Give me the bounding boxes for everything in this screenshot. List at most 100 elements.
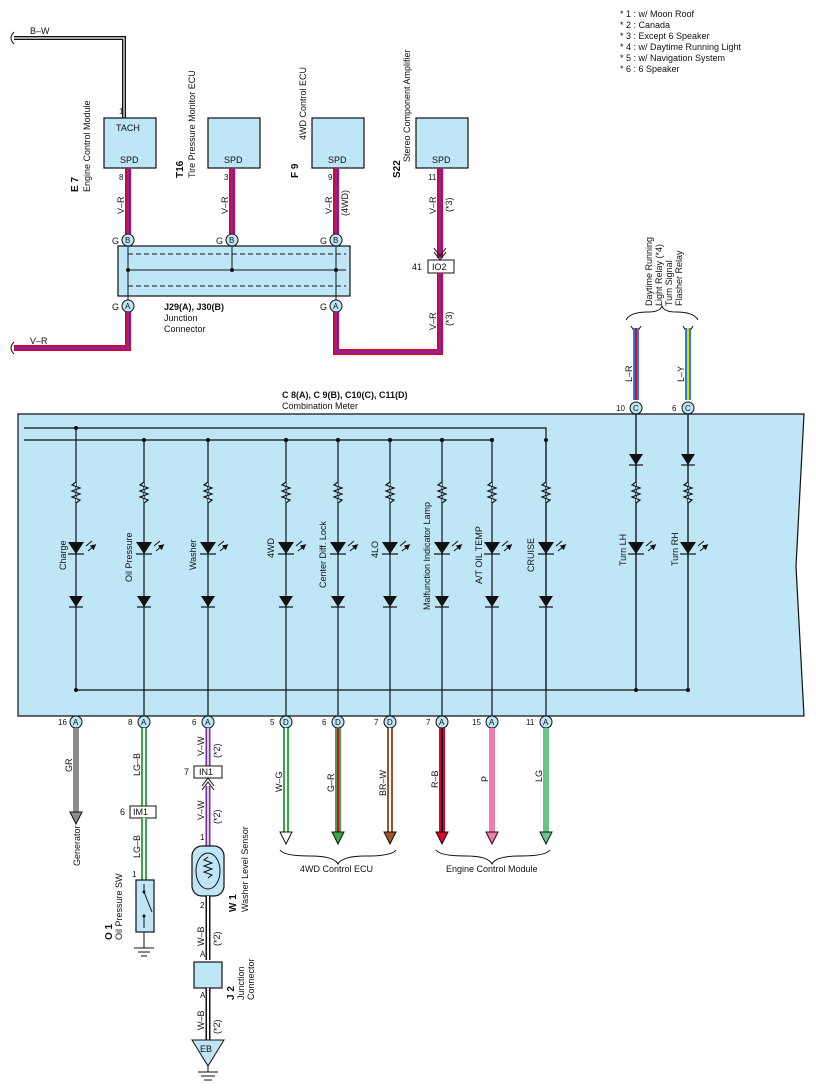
io2-label: IO2 <box>432 262 447 272</box>
led-icon <box>200 542 216 554</box>
bpin-num-2: 8 <box>128 718 133 727</box>
resistor-icon <box>332 481 344 504</box>
ecu-s22: SPD 11 S22 Stereo Component Amplifier <box>392 49 469 182</box>
diode-icon <box>629 454 643 465</box>
s22-name: Stereo Component Amplifier <box>402 49 412 162</box>
wire-vw-1: V–W <box>196 736 206 756</box>
lamp-charge: Charge <box>58 540 68 570</box>
wire-bw-top: B–W <box>10 26 126 118</box>
resistor-icon <box>630 481 642 504</box>
wire-wb-1: W–B <box>196 926 206 946</box>
junction-connector: G B G B G B G A G A J29(A), J30(B) Junct… <box>112 233 351 334</box>
wire-vw-1-note: (*2) <box>212 743 222 758</box>
light-rays-icon <box>295 540 304 552</box>
led-icon <box>434 542 450 554</box>
t16-pin-spd: SPD <box>224 155 243 165</box>
wire-lg: LG <box>534 770 544 782</box>
relay-labels: Daytime Running Light Relay (*4) Turn Si… <box>616 237 699 415</box>
ecu-e7: TACH SPD 1 8 E 7 Engine Control Module <box>70 100 157 192</box>
relay-line-1: Daytime Running <box>644 237 654 306</box>
wire-vr-4wd-note: (4WD) <box>340 190 350 216</box>
resistor-icon <box>280 481 292 504</box>
bpin-num-3: 6 <box>192 718 197 727</box>
in1-pin: 7 <box>184 767 189 777</box>
j-pin-b2: B <box>229 236 234 245</box>
light-rays-icon <box>153 540 162 552</box>
in1-label: IN1 <box>199 767 213 777</box>
bpin-num-5: 6 <box>322 718 327 727</box>
j2-pin-bottom: A <box>200 991 206 1000</box>
junction-dot <box>634 688 638 692</box>
e7-pin-num-8: 8 <box>119 173 124 182</box>
resistor-icon <box>70 481 82 504</box>
wire-ly: L–Y <box>676 366 686 382</box>
note-6: * 6 : 6 Speaker <box>620 64 680 74</box>
bpin-num-1: 16 <box>58 718 67 727</box>
wire-vr-3: V–R <box>324 196 334 214</box>
wire-vr-io2-note: (*3) <box>444 311 454 326</box>
ecu-f9: SPD 9 F 9 4WD Control ECU <box>290 67 365 182</box>
diode-icon <box>539 596 553 607</box>
w1-pin-1: 1 <box>200 833 205 842</box>
connector-io2: IO2 41 V–R (*3) <box>333 259 455 355</box>
j2-name-2: Connector <box>246 958 256 1000</box>
j-pin-g4: G <box>112 302 119 312</box>
led-icon <box>68 542 84 554</box>
diode-icon <box>69 596 83 607</box>
bpin-letter-3: A <box>205 718 211 727</box>
lamp-center-diff-lock: Center Diff. Lock <box>318 521 328 588</box>
resistor-icon <box>486 481 498 504</box>
combination-meter: C 8(A), C 9(B), C10(C), C11(D) Combinati… <box>17 390 805 717</box>
junction-dot <box>284 438 288 442</box>
light-rays-icon <box>451 540 460 552</box>
s22-pin-num: 11 <box>428 173 437 182</box>
im1-pin: 6 <box>120 807 125 817</box>
j2-pin-top: A <box>200 950 206 959</box>
resistor-icon <box>436 481 448 504</box>
wire-vw-2: V–W <box>196 800 206 820</box>
lamp-circuits <box>68 414 706 716</box>
junction-dot <box>686 688 690 692</box>
e7-code: E 7 <box>70 177 81 192</box>
lamp-washer: Washer <box>188 539 198 570</box>
e7-pin-tach: TACH <box>116 123 140 133</box>
wire-lgb-2: LG–B <box>132 835 142 858</box>
lamp-turn-lh: Turn LH <box>618 534 628 566</box>
light-rays-icon <box>501 540 510 552</box>
resistor-icon <box>384 481 396 504</box>
f9-pin-spd: SPD <box>328 155 347 165</box>
j-pin-g3: G <box>320 236 327 246</box>
led-icon <box>330 542 346 554</box>
junction-dot <box>74 688 78 692</box>
lamp-turn-rh: Turn RH <box>670 532 680 566</box>
lamp-labels: Charge Oil Pressure Washer 4WD Center Di… <box>58 502 680 610</box>
note-1: * 1 : w/ Moon Roof <box>620 9 695 19</box>
resistor-icon <box>202 481 214 504</box>
bpin-letter-2: A <box>141 718 147 727</box>
led-icon <box>628 542 644 554</box>
junction-dot <box>490 438 494 442</box>
diode-icon <box>279 596 293 607</box>
lamp-4wd: 4WD <box>266 538 276 559</box>
o1-name: Oil Pressure SW <box>114 873 124 940</box>
led-icon <box>680 542 696 554</box>
e7-name: Engine Control Module <box>82 100 92 192</box>
light-rays-icon <box>399 540 408 552</box>
bpin-letter-7: A <box>439 718 445 727</box>
wire-bw-label: B–W <box>30 26 50 36</box>
ground-eb: EB <box>200 1044 212 1054</box>
led-icon <box>382 542 398 554</box>
t16-code: T16 <box>175 160 186 178</box>
wire-vw-2-note: (*2) <box>212 809 222 824</box>
j-pin-g2: G <box>216 236 223 246</box>
wire-lgb-1: LG–B <box>132 753 142 776</box>
led-icon <box>484 542 500 554</box>
bpin-letter-1: A <box>73 718 79 727</box>
wire-gr2: G–R <box>326 773 336 792</box>
relay-line-3: Turn Signal <box>664 260 674 306</box>
top-pin-letter-2: C <box>685 404 691 413</box>
junction-name-2: Connector <box>164 324 206 334</box>
junction-dot <box>544 438 548 442</box>
wire-vr-2: V–R <box>220 196 230 214</box>
